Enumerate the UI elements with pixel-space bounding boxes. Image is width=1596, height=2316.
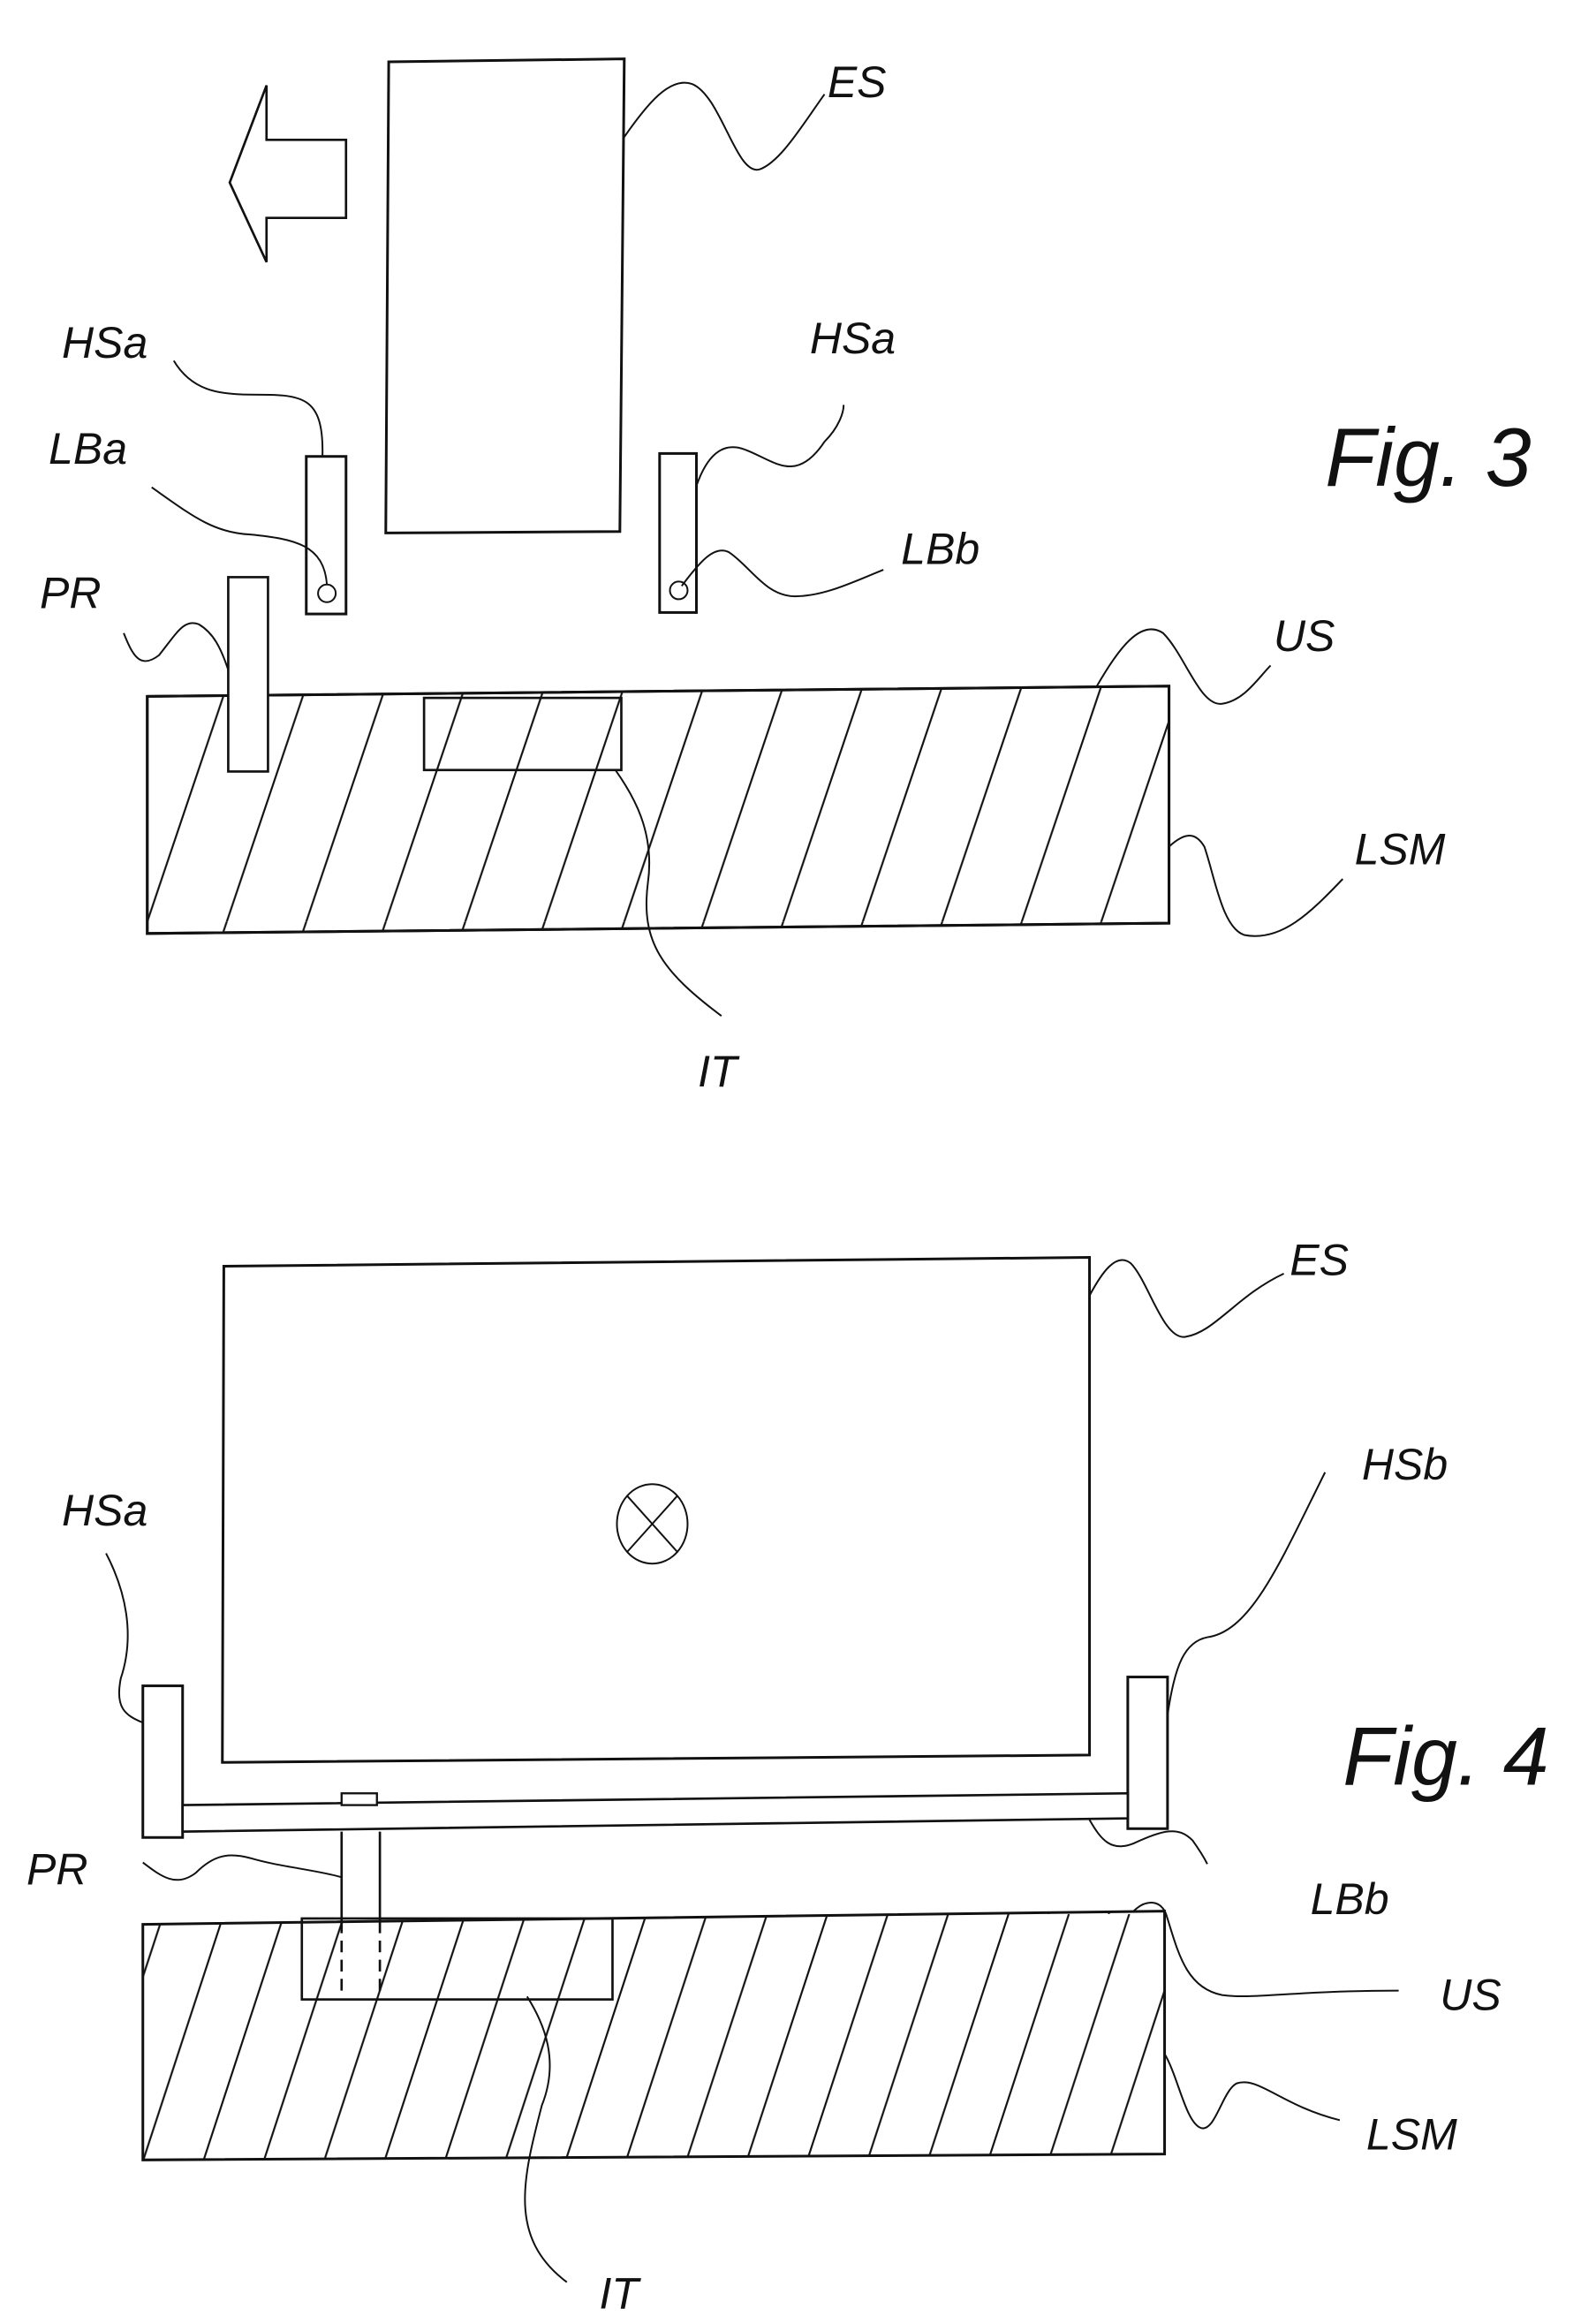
label-pr: PR xyxy=(26,1845,87,1895)
figure-4: ES HSa HSb LBb Fig. 4 IT xyxy=(26,1236,1549,2316)
figure-3: ES HSa LBa HSa LBb Fig. 3 IT PR US LSM xyxy=(40,57,1532,1096)
label-lsm: LSM xyxy=(1355,824,1446,874)
label-it: IT xyxy=(599,2269,641,2316)
light-beam-lbb xyxy=(183,1793,1128,1831)
holder-hsa-right xyxy=(660,453,697,612)
pin-pr xyxy=(228,577,268,771)
label-hsa-left: HSa xyxy=(62,318,147,367)
label-hsa-right: HSa xyxy=(810,314,896,363)
lsm-hatching xyxy=(147,677,1178,942)
pin-pr-cap xyxy=(342,1793,377,1805)
label-us: US xyxy=(1440,1970,1501,2019)
label-hsb: HSb xyxy=(1362,1440,1448,1489)
element-es xyxy=(223,1258,1090,1763)
label-it: IT xyxy=(698,1047,740,1096)
arrow-left-icon xyxy=(230,86,346,262)
element-es xyxy=(386,59,624,534)
label-hsa: HSa xyxy=(62,1486,147,1535)
label-es: ES xyxy=(828,57,887,107)
label-lsm: LSM xyxy=(1366,2110,1457,2160)
figure-4-title: Fig. 4 xyxy=(1343,1710,1548,1802)
label-pr: PR xyxy=(40,568,101,617)
label-es: ES xyxy=(1290,1236,1349,1285)
label-lbb: LBb xyxy=(1311,1874,1389,1924)
label-us: US xyxy=(1274,611,1335,661)
holder-hsb xyxy=(1128,1677,1168,1829)
label-lbb: LBb xyxy=(901,524,980,573)
holder-hsa-left xyxy=(306,457,346,614)
holder-hsa xyxy=(143,1686,183,1838)
label-lba: LBa xyxy=(49,424,127,473)
lsm-hatching xyxy=(143,1907,1174,2165)
figure-3-title: Fig. 3 xyxy=(1325,412,1532,503)
